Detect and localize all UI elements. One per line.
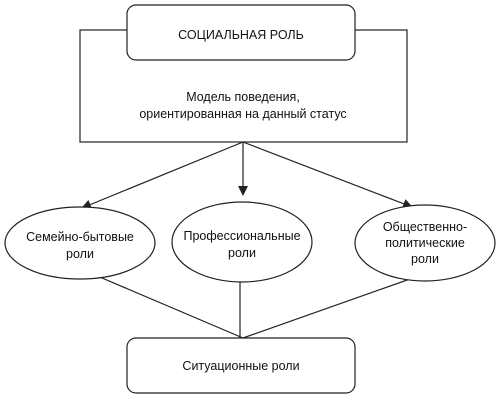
family-roles-ellipse — [4, 206, 156, 280]
family-roles-line-2: роли — [66, 247, 94, 261]
professional-roles-line-1: Профессиональные — [183, 229, 300, 243]
situational-roles-box — [126, 337, 356, 394]
professional-roles-line-2: роли — [228, 246, 256, 260]
definition-line-1: Модель поведения, — [186, 90, 300, 104]
root-label: СОЦИАЛЬНАЯ РОЛЬ — [178, 28, 304, 42]
link-public-to-situational — [242, 278, 411, 339]
professional-roles-ellipse — [171, 201, 313, 283]
arrow-to-family-roles — [81, 141, 244, 210]
situational-roles-label: Ситуационные роли — [182, 359, 299, 373]
link-family-to-situational — [94, 274, 244, 339]
public-roles-line-2: политические — [385, 236, 465, 250]
root-box — [126, 4, 356, 61]
arrow-to-public-roles — [242, 141, 413, 209]
public-roles-line-3: роли — [411, 252, 439, 266]
family-roles-line-1: Семейно-бытовые — [26, 230, 134, 244]
public-roles-ellipse — [354, 204, 496, 282]
public-roles-line-1: Общественно- — [383, 220, 467, 234]
definition-line-2: ориентированная на данный статус — [139, 107, 346, 121]
